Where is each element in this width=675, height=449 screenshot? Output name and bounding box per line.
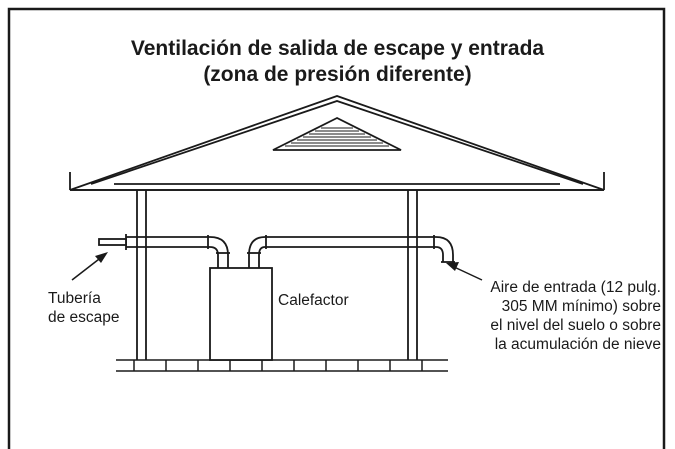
intake-pipe bbox=[247, 235, 455, 268]
exhaust-label-line-1: Tubería bbox=[48, 290, 101, 307]
intake-arrow bbox=[446, 262, 483, 281]
outer-border bbox=[7, 7, 666, 449]
exhaust-label-line-2: de escape bbox=[48, 309, 120, 326]
title-line-2: (zona de presión diferente) bbox=[203, 63, 472, 86]
title-line-1: Ventilación de salida de escape y entrad… bbox=[130, 37, 545, 60]
intake-label-line-3: el nivel del suelo o sobre bbox=[490, 317, 661, 334]
intake-label-line-2: 305 MM mínimo) sobre bbox=[501, 298, 661, 315]
exhaust-arrow bbox=[71, 252, 108, 281]
intake-label-line-1: Aire de entrada (12 pulg. bbox=[490, 279, 661, 296]
intake-label-line-4: la acumulación de nieve bbox=[494, 336, 661, 353]
gable-vent bbox=[272, 116, 402, 151]
walls bbox=[136, 190, 418, 360]
heater-unit bbox=[209, 267, 273, 361]
exhaust-pipe bbox=[98, 234, 230, 268]
heater-label: Calefactor bbox=[278, 292, 349, 309]
foundation bbox=[116, 359, 448, 372]
